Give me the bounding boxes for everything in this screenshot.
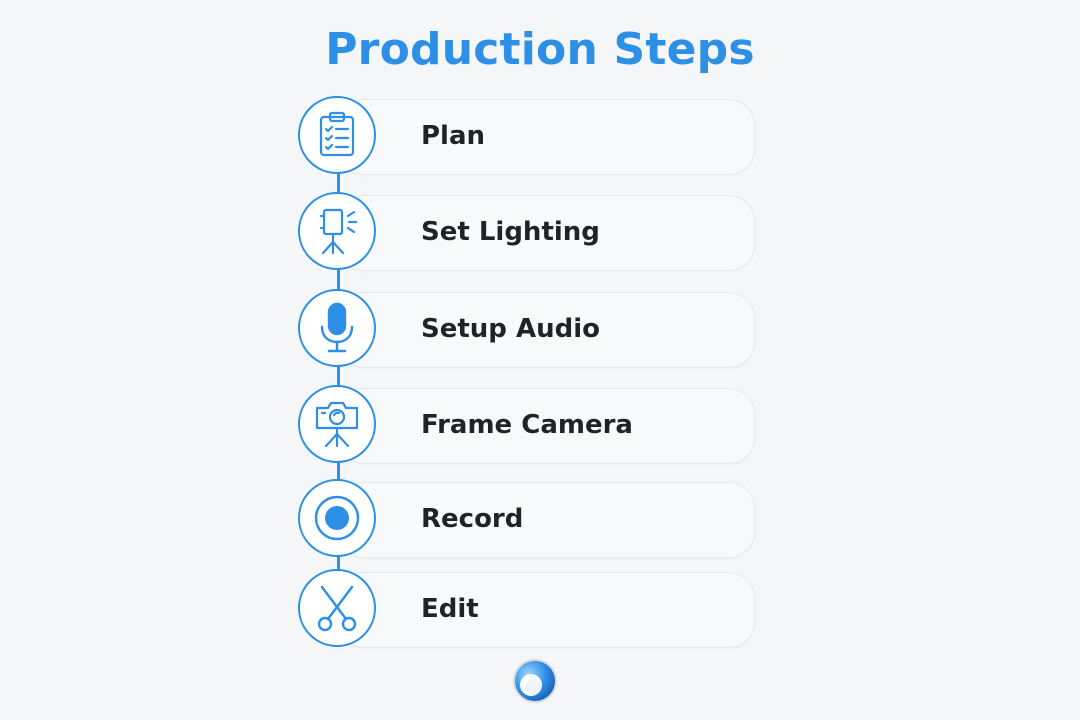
camera-on-tripod-icon [298,385,376,463]
scissors-icon [298,569,376,647]
step-card [338,99,755,175]
step-card [338,292,755,368]
step-card [338,195,755,271]
studio-light-icon [298,192,376,270]
step-plan: Plan [298,96,758,177]
step-set-lighting: Set Lighting [298,192,758,273]
timeline-connector [337,160,340,590]
swirl-logo-icon [512,658,558,704]
step-card [338,572,755,648]
step-edit: Edit [298,569,758,650]
step-label: Set Lighting [421,217,600,247]
page-title: Production Steps [325,24,755,75]
step-card [338,482,755,558]
step-label: Plan [421,121,486,151]
record-icon [298,479,376,557]
step-label: Frame Camera [421,410,633,440]
step-record: Record [298,479,758,560]
step-label: Record [421,504,524,534]
step-label: Setup Audio [421,314,600,344]
microphone-icon [298,289,376,367]
step-setup-audio: Setup Audio [298,289,758,370]
step-frame-camera: Frame Camera [298,385,758,466]
step-label: Edit [421,594,479,624]
clipboard-checklist-icon [298,96,376,174]
